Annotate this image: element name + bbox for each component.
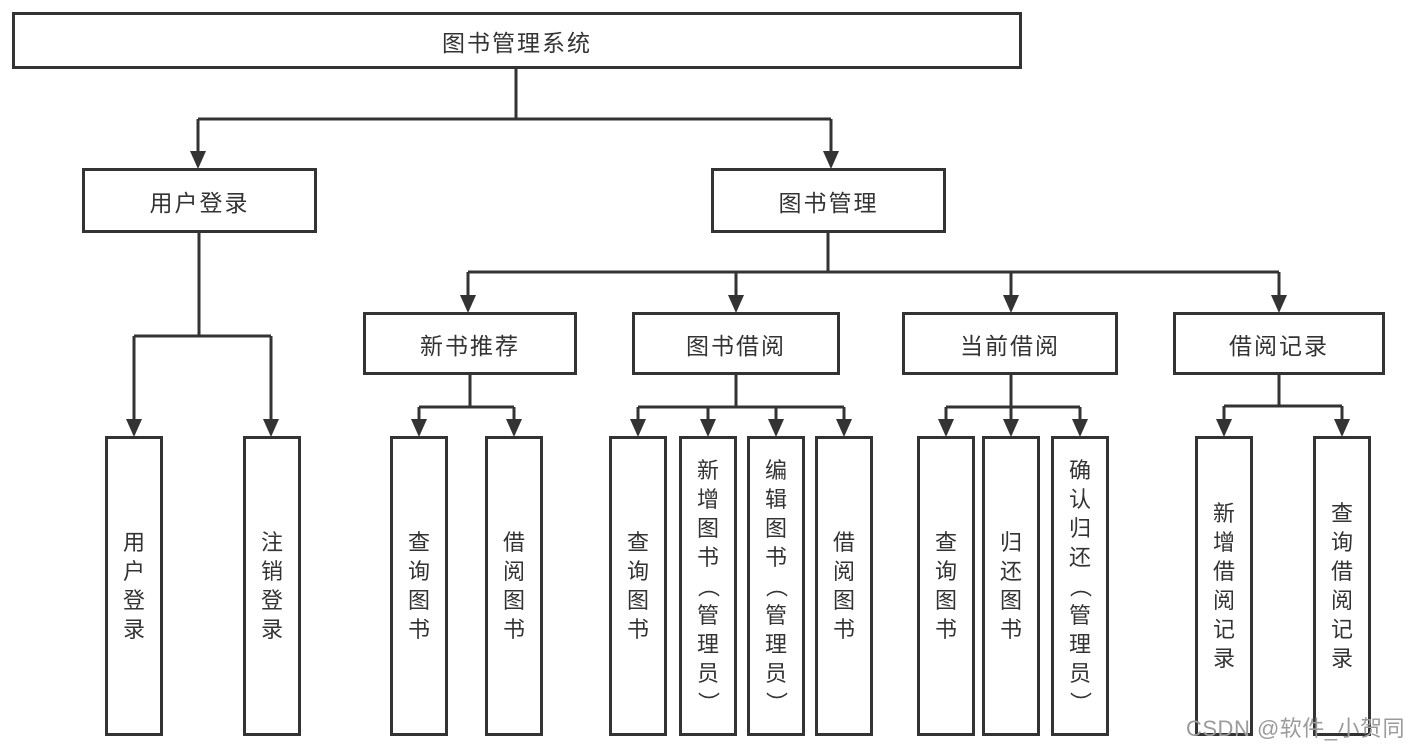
node-leaf-borrow-books-1: 借阅图书 <box>485 436 543 736</box>
node-label: 当前借阅 <box>960 332 1060 359</box>
node-leaf-add-books-admin: 新增图书（管理员） <box>679 436 737 736</box>
connector-borrowing-records-children <box>1222 375 1344 421</box>
arrowheads <box>126 151 1350 437</box>
node-label: 图书管理系统 <box>442 29 592 56</box>
node-leaf-query-borrow-record: 查询借阅记录 <box>1313 436 1371 736</box>
node-label: 注销登录 <box>260 530 283 642</box>
node-label: 借阅图书 <box>832 530 855 642</box>
node-library-management-system: 图书管理系统 <box>12 12 1022 69</box>
node-label: 查询图书 <box>407 530 430 642</box>
connector-user-login-children <box>132 233 273 421</box>
node-book-management: 图书管理 <box>711 168 946 233</box>
node-leaf-query-books-3: 查询图书 <box>917 436 975 736</box>
node-current-borrowing: 当前借阅 <box>902 312 1118 375</box>
node-label: 用户登录 <box>149 189 250 216</box>
node-leaf-logout: 注销登录 <box>243 436 301 736</box>
node-book-borrowing: 图书借阅 <box>632 312 840 375</box>
connector-current-borrowing-children <box>944 375 1082 421</box>
node-leaf-add-borrow-record: 新增借阅记录 <box>1195 436 1253 736</box>
node-label: 新书推荐 <box>420 332 520 359</box>
connector-root-to-level2 <box>196 69 833 153</box>
node-label: 查询借阅记录 <box>1330 501 1353 671</box>
node-leaf-user-login: 用户登录 <box>105 436 163 736</box>
node-label: 新增借阅记录 <box>1212 501 1235 671</box>
node-user-login: 用户登录 <box>82 168 317 233</box>
node-label: 图书管理 <box>778 189 879 216</box>
connector-book-borrowing-children <box>636 375 846 421</box>
node-leaf-borrow-books-2: 借阅图书 <box>815 436 873 736</box>
node-leaf-return-books: 归还图书 <box>982 436 1040 736</box>
node-label: 借阅图书 <box>502 530 525 642</box>
node-borrowing-records: 借阅记录 <box>1173 312 1385 375</box>
node-label: 图书借阅 <box>686 332 786 359</box>
node-label: 新增图书（管理员） <box>695 457 721 714</box>
node-label: 编辑图书（管理员） <box>763 457 789 714</box>
node-label: 查询图书 <box>934 530 957 642</box>
node-leaf-query-books-1: 查询图书 <box>390 436 448 736</box>
node-new-book-recommendation: 新书推荐 <box>363 312 577 375</box>
node-leaf-confirm-return-admin: 确认归还（管理员） <box>1051 436 1109 736</box>
node-label: 确认归还（管理员） <box>1067 457 1093 714</box>
node-label: 归还图书 <box>999 530 1022 642</box>
connector-new-book-rec-children <box>417 375 516 421</box>
node-label: 查询图书 <box>626 530 649 642</box>
node-leaf-edit-books-admin: 编辑图书（管理员） <box>747 436 805 736</box>
node-label: 用户登录 <box>122 530 145 642</box>
connector-book-management-children <box>466 233 1281 296</box>
node-leaf-query-books-2: 查询图书 <box>609 436 667 736</box>
csdn-watermark: CSDN @软件_小贺同学 <box>1186 716 1405 741</box>
node-label: 借阅记录 <box>1229 332 1329 359</box>
